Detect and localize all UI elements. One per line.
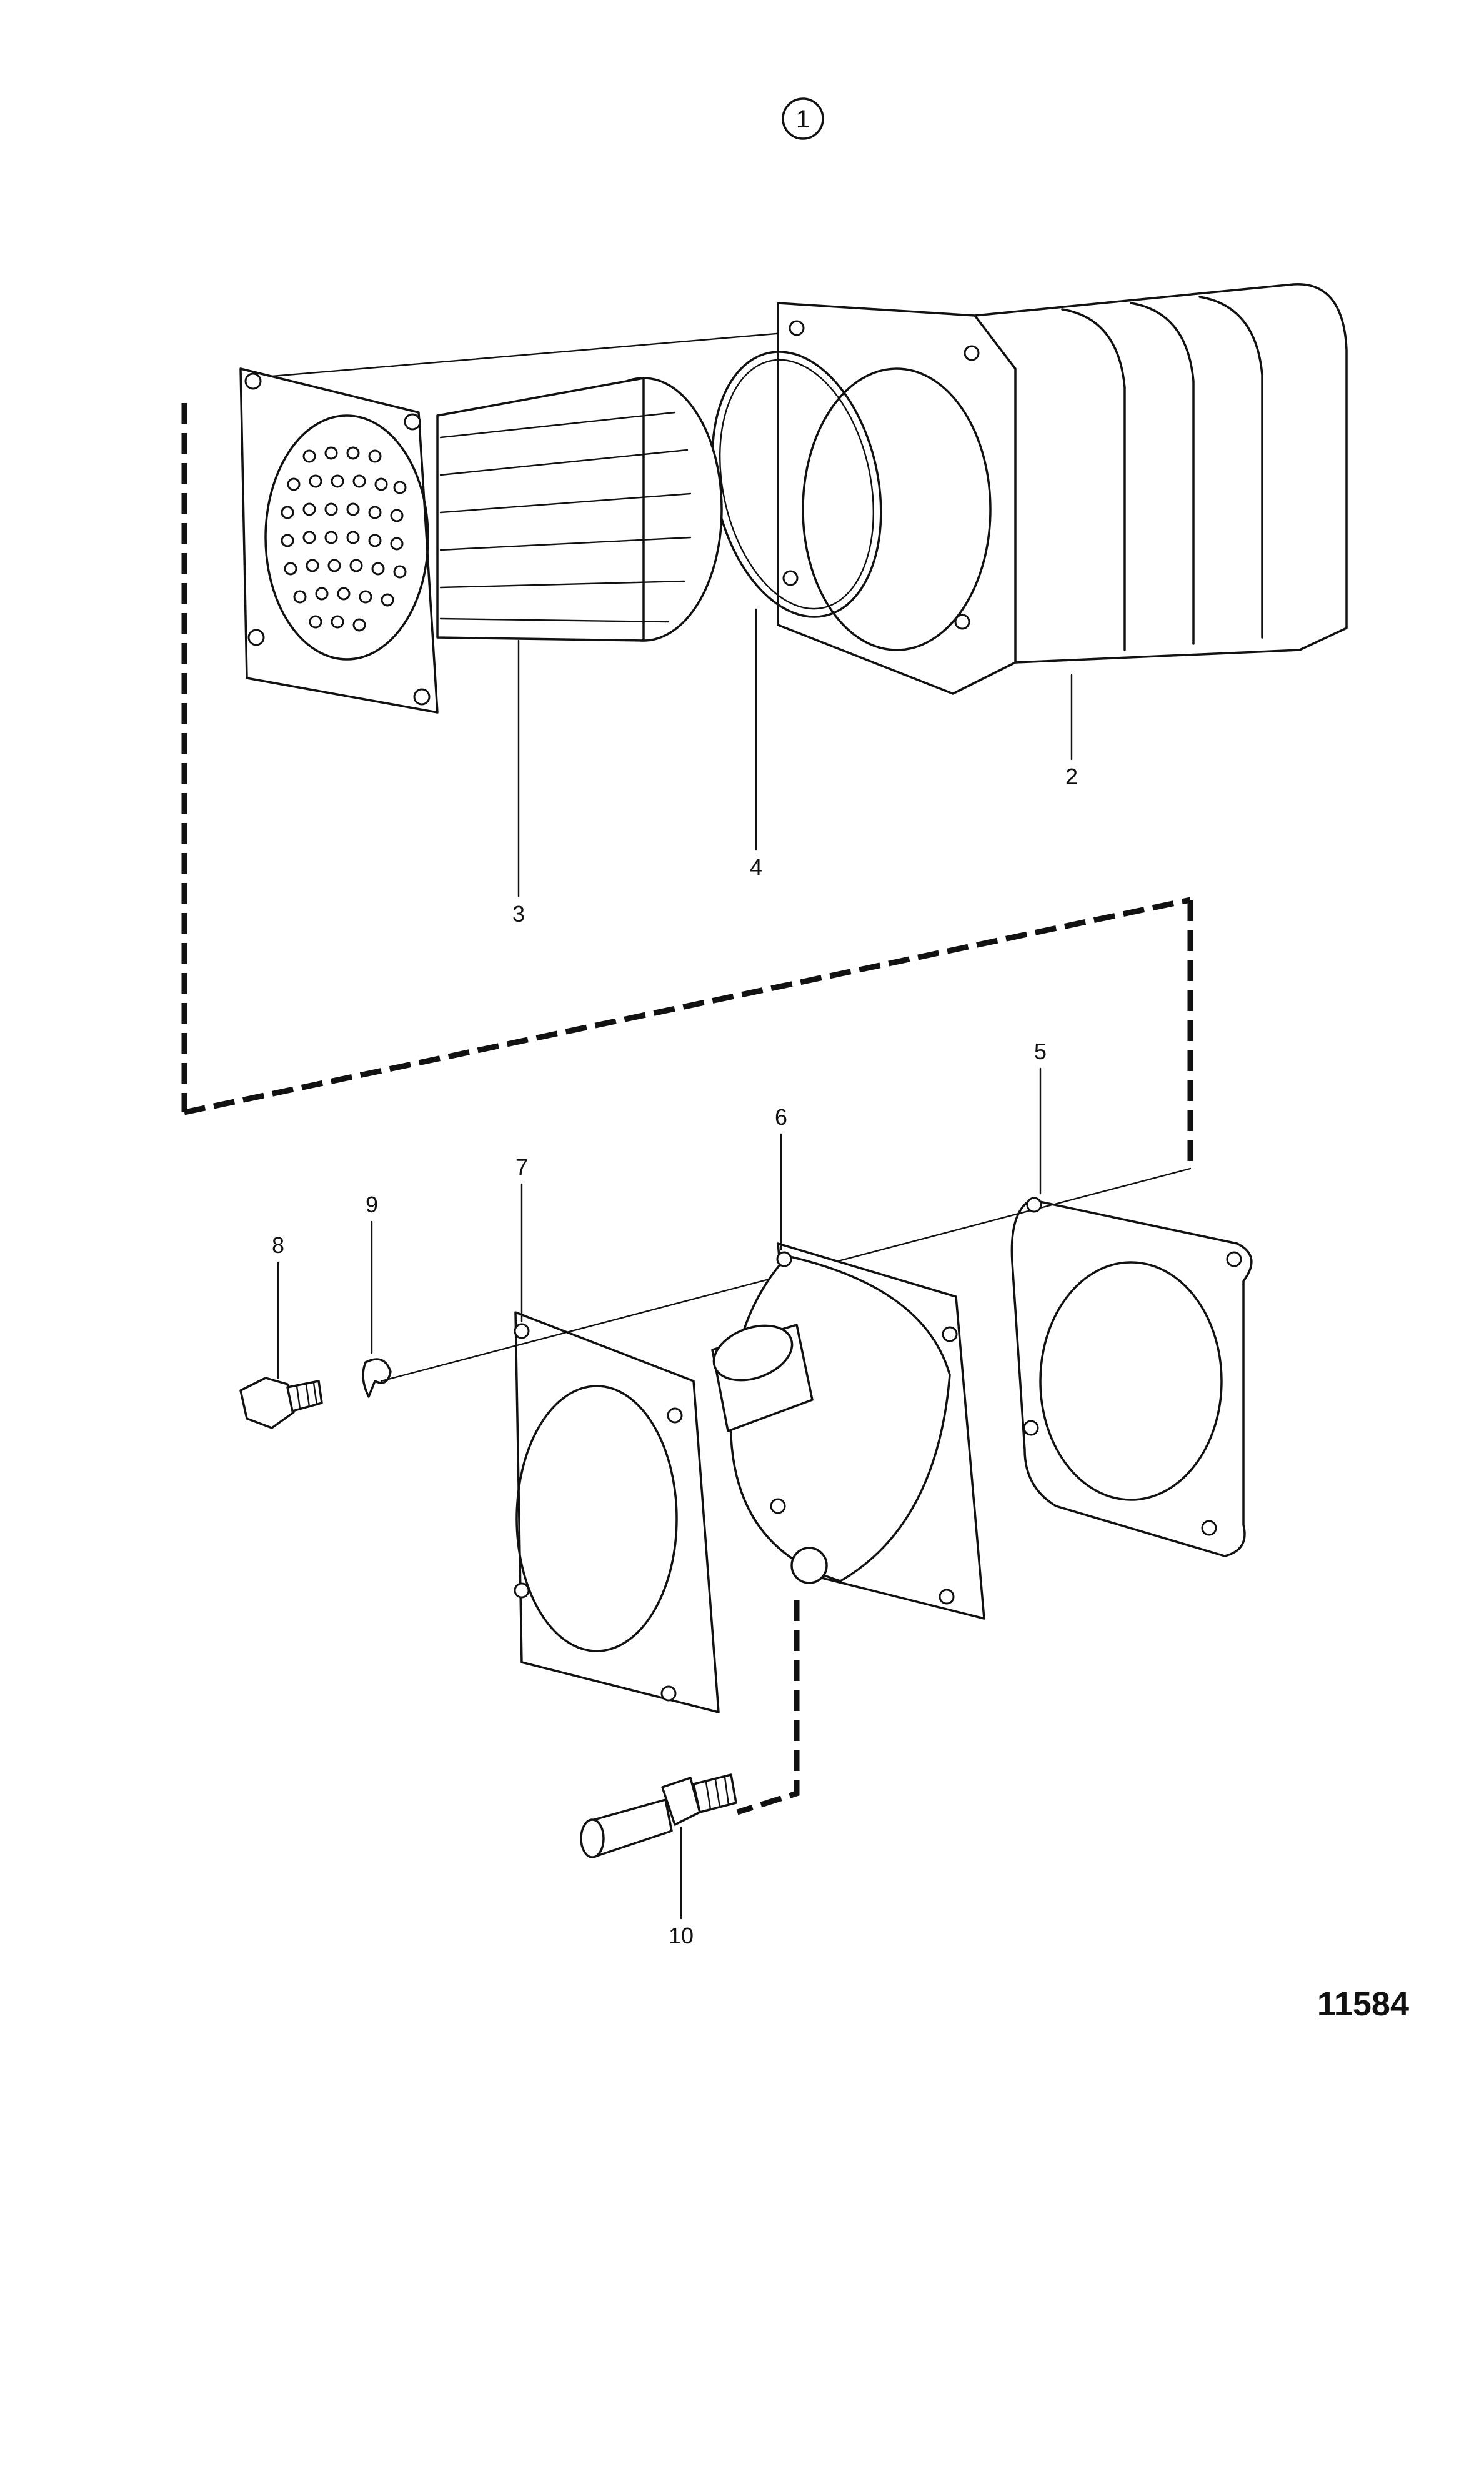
callout-8: 8	[272, 1232, 284, 1258]
gasket-hole-3	[1023, 1420, 1039, 1436]
insert-tube-line-2	[439, 449, 689, 476]
callout-6: 6	[775, 1104, 787, 1130]
cover-drain-boss	[790, 1547, 828, 1584]
housing-fin-3	[1198, 296, 1263, 639]
insert-tube-sheet	[264, 414, 429, 661]
figure-marker: 1	[782, 97, 824, 140]
square-gasket-hole-2	[667, 1407, 683, 1424]
nipple-bore	[580, 1818, 605, 1858]
cover-hole-1	[776, 1251, 792, 1267]
housing-bore	[802, 367, 992, 651]
cover-hole-4	[939, 1589, 955, 1605]
figure-marker-text: 1	[796, 106, 810, 133]
insert-hole-br	[413, 688, 431, 706]
callout-5: 5	[1034, 1039, 1047, 1064]
housing-hole-tl	[789, 320, 805, 336]
o-ring-inner	[719, 359, 875, 610]
callout-3: 3	[512, 901, 525, 927]
part-5-gasket	[1010, 1067, 1253, 1557]
insert-tube-line-4	[439, 536, 692, 551]
housing-fin-2	[1130, 302, 1195, 645]
insert-tube-line-5	[439, 580, 685, 589]
guide-nipple	[736, 1600, 800, 1815]
part-10-hose-nipple	[580, 1773, 737, 1920]
gasket-hole-1	[1026, 1197, 1042, 1213]
callout-4: 4	[750, 854, 762, 880]
insert-tube-body	[436, 377, 645, 642]
callout-labels: 2 3 4 5 6 7 8 9 10	[272, 764, 1078, 1948]
callout-10: 10	[669, 1923, 694, 1948]
callout-2: 2	[1065, 764, 1078, 789]
cover-hole-2	[942, 1326, 958, 1342]
insert-hole-tr	[404, 413, 421, 431]
square-gasket-outline	[514, 1311, 720, 1713]
bolt-thread	[296, 1382, 318, 1410]
callout-7: 7	[515, 1154, 528, 1180]
insert-tube-line-6	[439, 617, 670, 623]
part-6-end-cover	[711, 1133, 985, 1620]
insert-tube-line-3	[439, 492, 692, 514]
housing-hole-bl	[782, 570, 799, 586]
gasket-hole-2	[1226, 1251, 1242, 1267]
insert-hole-tl	[244, 372, 262, 390]
insert-end-plate	[239, 367, 439, 714]
square-gasket-opening	[515, 1385, 678, 1652]
lock-washer-shape	[362, 1358, 392, 1398]
part-3-tube-insert	[239, 367, 723, 898]
callout-9: 9	[366, 1192, 378, 1217]
square-gasket-hole-3	[514, 1582, 530, 1599]
figure-marker-circle	[782, 97, 824, 140]
figure-number: 11584	[1317, 1985, 1409, 2023]
guide-top-thin	[249, 330, 807, 379]
part-8-bolt	[239, 1261, 323, 1429]
square-gasket-hole-4	[660, 1685, 677, 1702]
insert-hole-bl	[247, 629, 265, 646]
bolt-head	[239, 1377, 295, 1429]
nipple-thread-lines	[705, 1776, 730, 1810]
gasket-hole-4	[1201, 1520, 1217, 1536]
part-2-housing	[777, 283, 1348, 761]
insert-tube-holes	[281, 446, 407, 632]
housing-hole-br	[954, 614, 970, 630]
insert-tube-line-1	[439, 411, 676, 439]
housing-body	[974, 283, 1348, 664]
housing-fin-1	[1061, 308, 1126, 651]
part-7-square-gasket	[514, 1183, 720, 1713]
part-9-lock-washer	[362, 1220, 392, 1398]
cover-outlet-mouth	[712, 1324, 794, 1382]
gasket-outline	[1010, 1199, 1253, 1557]
square-gasket-hole-1	[514, 1323, 530, 1339]
cover-hole-3	[770, 1498, 786, 1514]
housing-hole-tr	[964, 345, 980, 361]
guide-diagonal	[184, 897, 1191, 1115]
gasket-opening	[1039, 1261, 1223, 1501]
bolt-shank	[286, 1380, 323, 1412]
